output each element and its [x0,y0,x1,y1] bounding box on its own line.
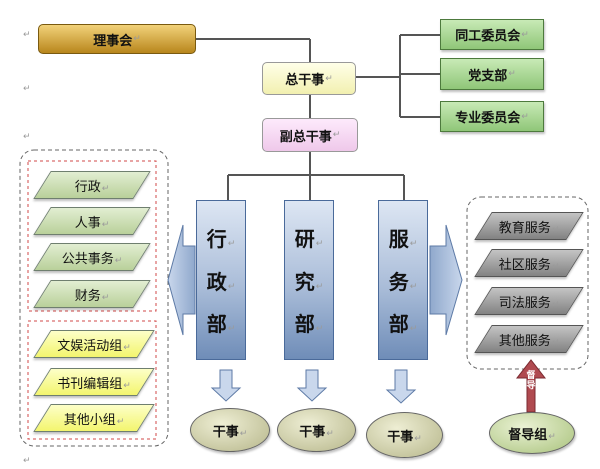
committee-box: 专业委员会↵ [440,101,544,132]
deputy-secretary-label: 副总干事 [279,129,332,145]
committee-label: 专业委员会 [455,111,521,126]
department-char: 部↵ [206,312,236,337]
admin-unit-label: 行政↵ [74,179,110,195]
service-item: 社区服务↵ [474,249,584,277]
activity-group-label: 其他小组↵ [63,412,125,428]
service-item: 其他服务↵ [474,325,584,353]
service-item: 司法服务↵ [474,287,584,315]
paragraph-mark: ↵ [23,84,31,94]
service-label: 社区服务↵ [498,257,560,273]
connector-lines [196,34,440,200]
activity-group-item: 其他小组↵ [33,404,155,432]
committee-label: 同工委员会 [455,29,521,44]
department-char: 研↵ [294,226,324,251]
department-char: 部↵ [388,312,418,337]
staff-label: 干事↵ [212,424,248,440]
right-block-arrow [429,224,463,336]
board-box: 理事会↵ [38,24,196,54]
department-char: 务↵ [388,269,418,294]
paragraph-mark: ↵ [521,29,529,40]
supervision-group-label: 督导组↵ [508,427,556,443]
paragraph-mark: ↵ [325,73,333,84]
department-box-research: 研↵ 究↵ 部↵ [284,200,334,360]
paragraph-mark: ↵ [521,111,529,122]
deputy-secretary-box: 副总干事↵ [262,118,358,152]
department-char: 服↵ [388,226,418,251]
paragraph-mark: ↵ [508,69,516,79]
staff-oval: 干事↵ [366,412,443,458]
paragraph-mark: ↵ [133,34,141,44]
committee-box: 党支部↵ [440,58,544,90]
supervision-group-oval: 督导组↵ [489,412,575,454]
paragraph-mark: ↵ [332,130,341,140]
department-char: 部↵ [294,312,324,337]
dept-2-down-arrow [296,369,328,402]
supervision-up-arrow [515,359,547,413]
staff-oval: 干事↵ [190,408,270,452]
committee-box: 同工委员会↵ [440,19,544,50]
staff-oval: 干事↵ [277,408,356,452]
department-box-service: 服↵ 务↵ 部↵ [378,200,428,360]
admin-group-container [19,149,169,447]
department-box-admin: 行↵ 政↵ 部↵ [196,200,246,360]
admin-unit-item: 行政↵ [33,171,151,199]
paragraph-mark: ↵ [23,132,31,142]
admin-units-red-frame [27,160,157,312]
admin-unit-item: 公共事务↵ [33,243,151,271]
paragraph-mark: ↵ [23,30,31,40]
activity-group-item: 文娱活动组↵ [33,330,155,358]
staff-label: 干事↵ [387,429,422,445]
paragraph-mark: ↵ [23,456,31,466]
supervision-arrow-label: 督导 [526,371,536,391]
admin-unit-item: 财务↵ [33,280,151,308]
service-label: 司法服务↵ [498,295,560,311]
staff-label: 干事↵ [299,424,334,440]
service-label: 其他服务↵ [498,333,560,349]
left-block-arrow [167,224,196,336]
department-char: 行↵ [206,226,236,251]
dept-3-down-arrow [385,369,417,404]
general-secretary-label: 总干事 [285,73,325,88]
admin-unit-label: 财务↵ [74,288,110,304]
activity-group-label: 文娱活动组↵ [57,338,131,354]
activity-group-label: 书刊编辑组↵ [57,376,131,392]
activity-group-item: 书刊编辑组↵ [33,368,155,396]
committee-label: 党支部 [468,68,508,84]
admin-unit-label: 人事↵ [74,215,110,231]
department-char: 政↵ [206,269,236,294]
admin-unit-item: 人事↵ [33,207,151,235]
service-label: 教育服务↵ [498,220,560,236]
activity-groups-red-frame [27,320,157,440]
department-char: 究↵ [294,269,324,294]
service-item: 教育服务↵ [474,212,584,240]
general-secretary-box: 总干事↵ [262,62,356,95]
dept-1-down-arrow [210,369,242,402]
board-label: 理事会 [93,33,133,49]
admin-unit-label: 公共事务↵ [61,251,123,267]
